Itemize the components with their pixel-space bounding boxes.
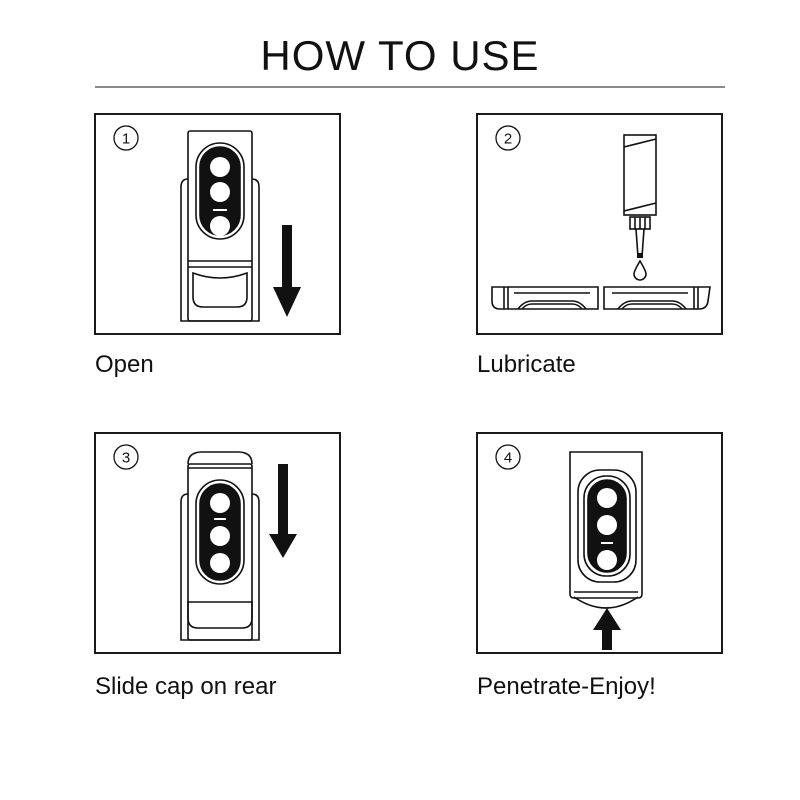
step-1-illustration: 1 <box>113 125 301 322</box>
down-arrow-icon <box>269 464 297 558</box>
lube-tube-icon <box>623 134 657 258</box>
device-icon <box>569 451 643 609</box>
page-title: HOW TO USE <box>260 32 540 79</box>
title-divider <box>95 86 725 88</box>
step-3-illustration: 3 <box>113 444 297 641</box>
step-number-badge: 4 <box>495 444 521 470</box>
brand-logo <box>601 542 613 544</box>
step-1-label: Open <box>95 351 154 378</box>
step-1-panel: 1 <box>94 113 341 335</box>
step-2-panel: 2 <box>476 113 723 335</box>
step-3-panel: 3 <box>94 432 341 654</box>
step-3-label: Slide cap on rear <box>95 673 277 700</box>
step-number: 3 <box>122 450 130 467</box>
drop-icon <box>633 259 647 281</box>
brand-logo <box>214 518 226 520</box>
step-2-illustration: 2 <box>491 125 711 310</box>
step-number-badge: 3 <box>113 444 139 470</box>
step-number-badge: 2 <box>495 125 521 151</box>
device-icon <box>180 451 260 641</box>
brand-logo <box>213 209 227 211</box>
down-arrow-icon <box>273 225 301 317</box>
step-number-badge: 1 <box>113 125 139 151</box>
device-icon <box>180 130 260 322</box>
step-4-panel: 4 <box>476 432 723 654</box>
step-2-label: Lubricate <box>477 351 576 378</box>
sleeve-icon <box>491 286 711 310</box>
up-arrow-icon <box>593 608 621 650</box>
step-4-illustration: 4 <box>495 444 643 650</box>
step-4-label: Penetrate-Enjoy! <box>477 673 656 700</box>
step-number: 2 <box>504 131 512 148</box>
step-number: 4 <box>504 450 512 467</box>
step-number: 1 <box>122 131 130 148</box>
